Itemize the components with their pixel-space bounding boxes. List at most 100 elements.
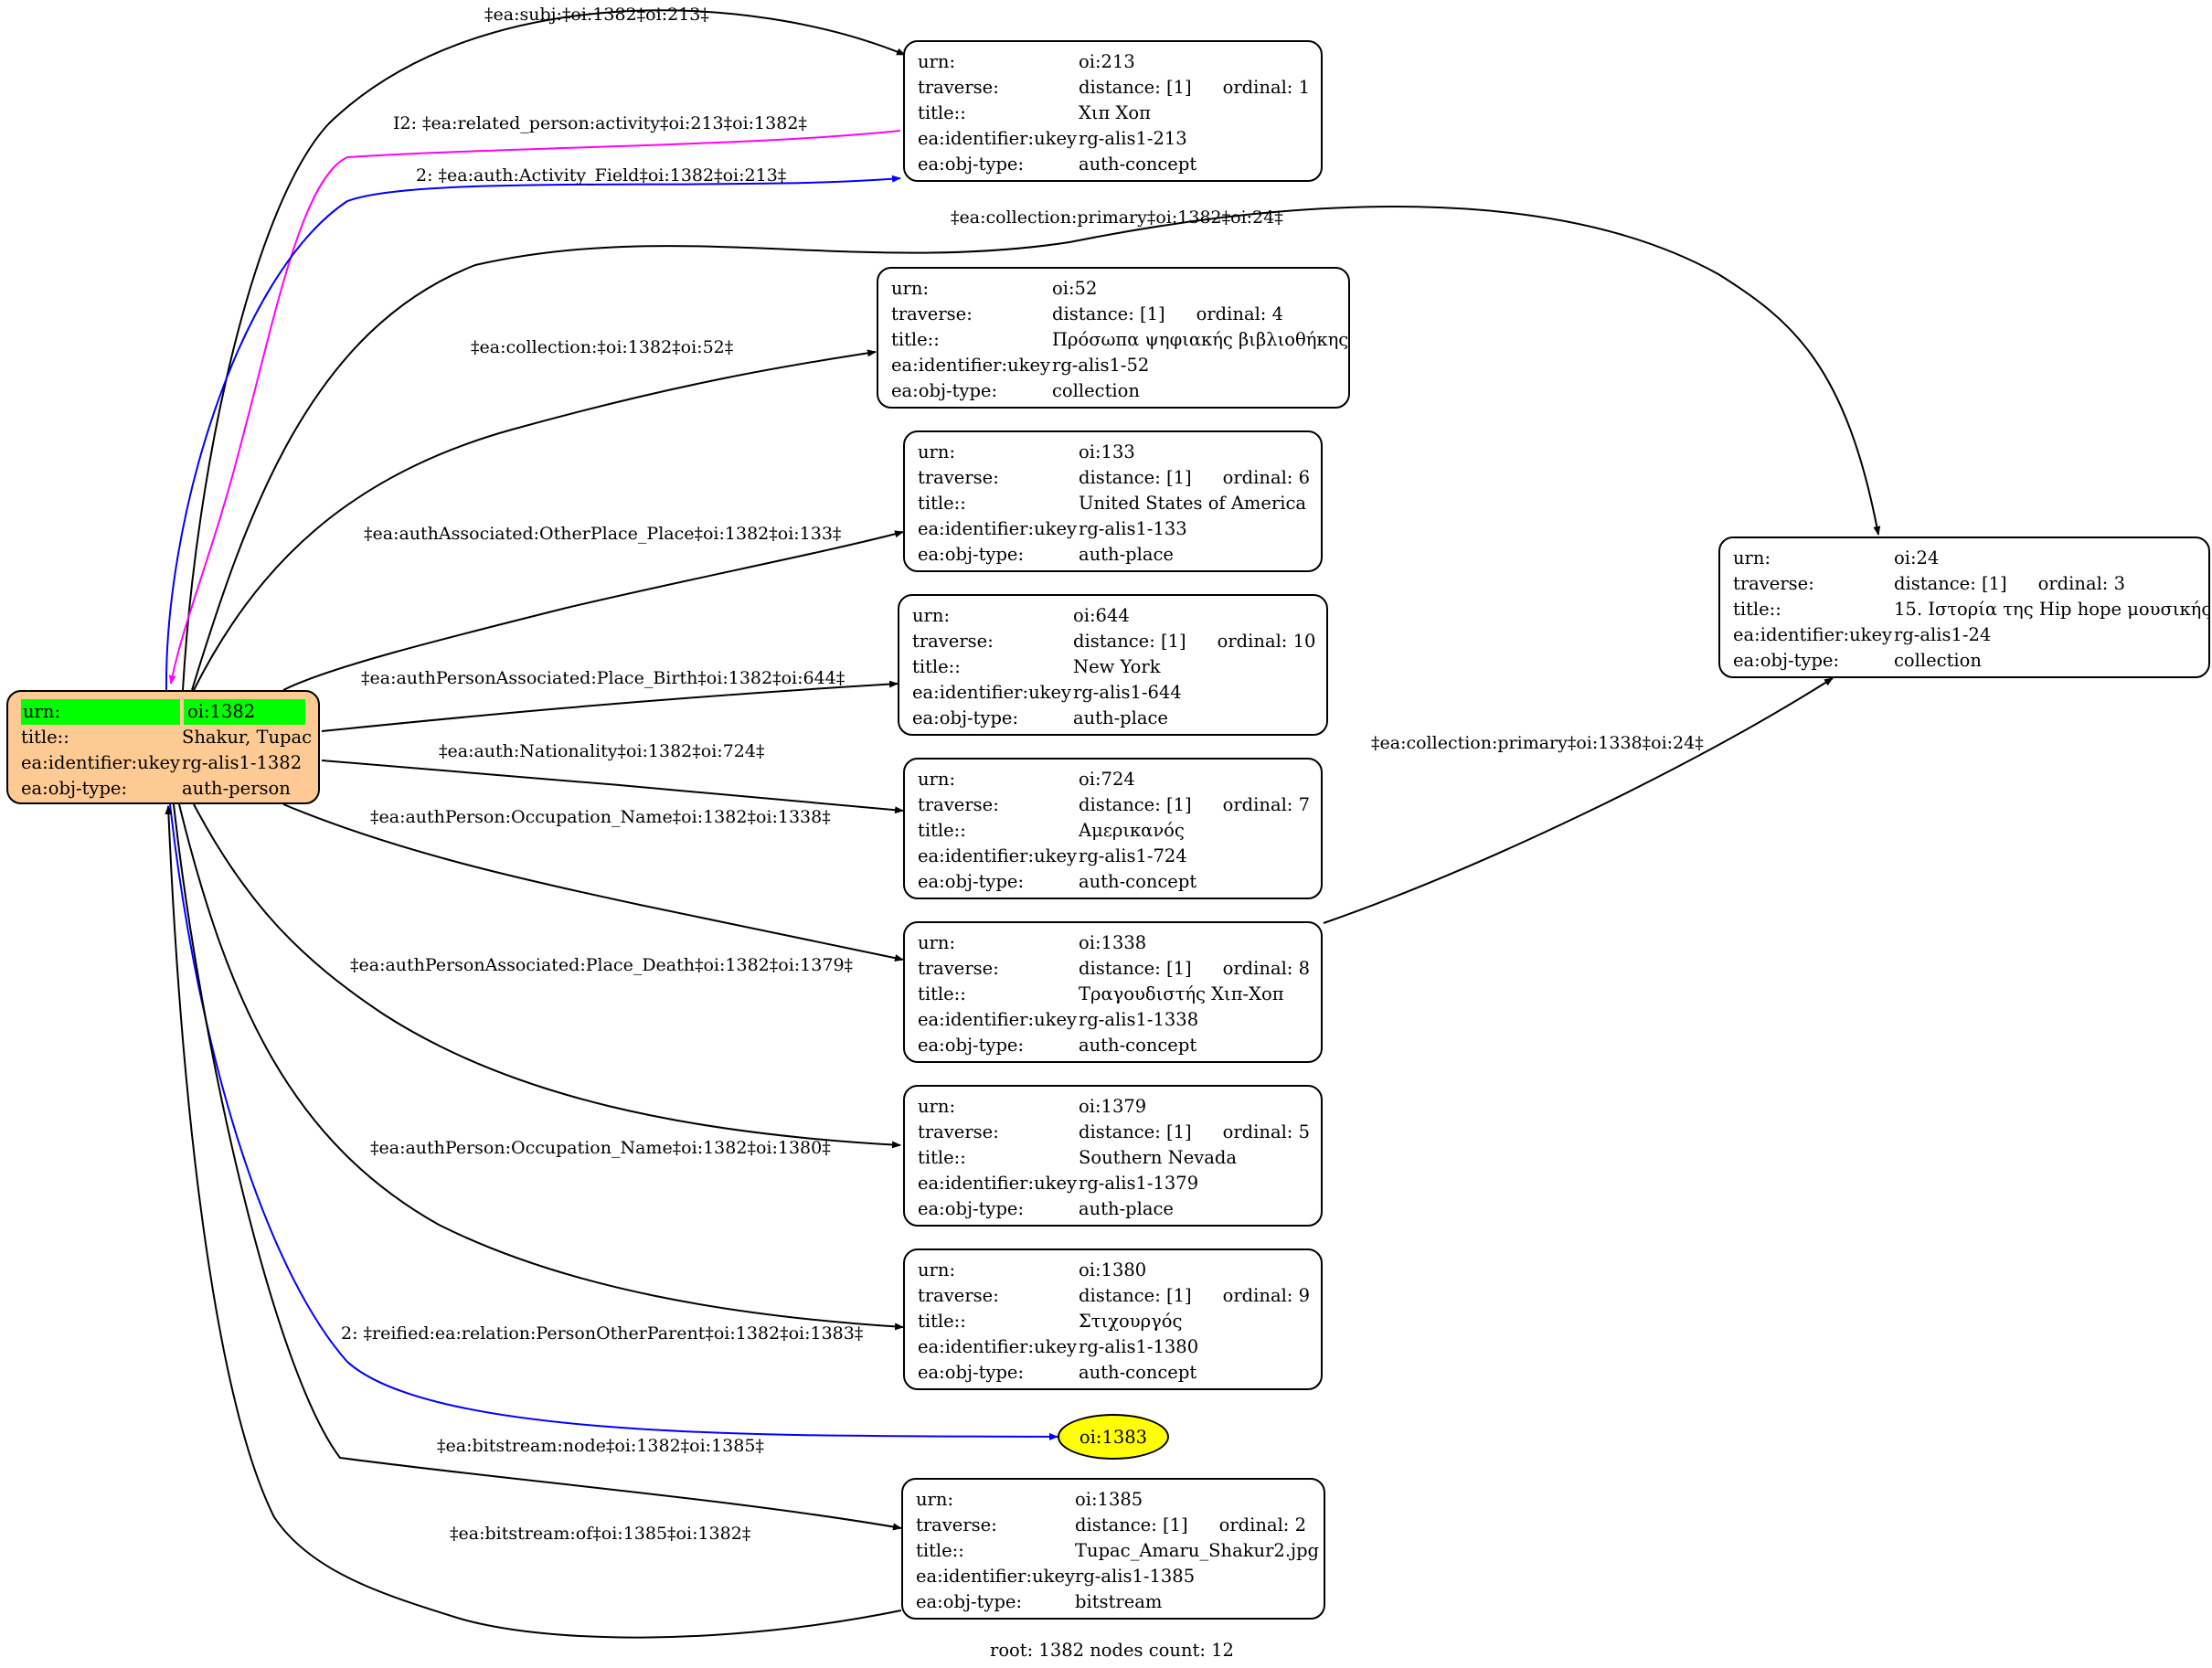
- node-oi-52[interactable]: urn:oi:52 traverse:distance: [1]ordinal:…: [877, 267, 1350, 409]
- edge-nationality-724: [321, 760, 904, 814]
- node-oi-1383[interactable]: oi:1383: [1058, 1414, 1169, 1460]
- objtype-value: collection: [1052, 380, 1140, 401]
- objtype-key: ea:obj-type:: [918, 544, 1025, 565]
- title-value: Πρόσωπα ψηφιακής βιβλιοθήκης: [1052, 329, 1349, 350]
- objtype-key: ea:obj-type:: [918, 1198, 1025, 1219]
- root-title-key: title::: [21, 727, 69, 748]
- objtype-value: auth-concept: [1079, 1362, 1197, 1383]
- urn-value: oi:133: [1079, 441, 1135, 462]
- ukey-key: ea:identifier:ukey: [918, 845, 1077, 866]
- objtype-value: collection: [1894, 650, 1982, 671]
- root-title-value: Shakur, Tupac: [182, 727, 313, 748]
- ukey-value: rg-alis1-1385: [1075, 1566, 1196, 1587]
- root-node-1382[interactable]: urn: oi:1382 title:: Shakur, Tupac ea:id…: [6, 690, 320, 804]
- traverse-value: distance: [1]ordinal: 9: [1079, 1283, 1310, 1309]
- node-oi-1338[interactable]: urn:oi:1338 traverse:distance: [1]ordina…: [903, 921, 1323, 1063]
- node-traverse-row: traverse:distance: [1]ordinal: 6: [918, 465, 1310, 491]
- objtype-value: auth-place: [1079, 1198, 1174, 1219]
- ordinal-value: ordinal: 4: [1196, 303, 1283, 324]
- ordinal-value: ordinal: 8: [1222, 958, 1310, 979]
- traverse-value: distance: [1] ordinal: 2: [1075, 1513, 1311, 1538]
- traverse-key: traverse:: [916, 1514, 997, 1535]
- root-ukey-key: ea:identifier:ukey: [21, 752, 180, 773]
- root-urn-key: urn:: [21, 699, 180, 725]
- node-title-row: title::New York: [912, 654, 1313, 680]
- objtype-value: auth-place: [1073, 707, 1168, 728]
- traverse-value: distance: [1] ordinal: 3: [1894, 571, 2196, 597]
- objtype-key: ea:obj-type:: [918, 1362, 1025, 1383]
- node-urn-row: urn:oi:724: [918, 767, 1308, 792]
- objtype-value: bitstream: [1075, 1591, 1163, 1612]
- node-objtype-row: ea:obj-type:auth-concept: [918, 869, 1308, 895]
- traverse-key: traverse:: [912, 631, 994, 652]
- node-oi-133[interactable]: urn:oi:133 traverse:distance: [1]ordinal…: [903, 430, 1323, 572]
- edge-label-placebirth-644: ‡ea:authPersonAssociated:Place_Birth‡oi:…: [361, 668, 845, 688]
- node-title-row: title::Χιπ Χοπ: [918, 101, 1308, 126]
- edge-label-related-person: I2: ‡ea:related_person:activity‡oi:213‡o…: [393, 113, 807, 133]
- node-traverse-row: traverse:distance: [1]ordinal: 3: [1733, 571, 2196, 597]
- node-oi-1380[interactable]: urn:oi:1380 traverse:distance: [1]ordina…: [903, 1248, 1323, 1390]
- node-objtype-row: ea:obj-type: auth-place: [918, 1196, 1308, 1222]
- edge-label-activity-field: 2: ‡ea:auth:Activity_Field‡oi:1382‡oi:21…: [416, 165, 787, 186]
- ukey-value: rg-alis1-1380: [1079, 1336, 1199, 1357]
- node-oi-1385[interactable]: urn:oi:1385 traverse:distance: [1]ordina…: [901, 1478, 1325, 1620]
- objtype-key: ea:obj-type:: [918, 871, 1025, 892]
- edge-collection-1338-24: [1323, 677, 1834, 924]
- edge-placebirth-644: [321, 680, 899, 732]
- node-title-row: title::Τραγουδιστής Χιπ-Χοπ: [918, 982, 1308, 1007]
- urn-value: oi:1338: [1079, 932, 1147, 953]
- edge-label-subj-213: ‡ea:subj:‡oi:1382‡oi:213‡: [484, 5, 709, 25]
- ukey-key: ea:identifier:ukey: [912, 682, 1071, 703]
- root-objtype-value: auth-person: [182, 778, 291, 799]
- urn-key: urn:: [1733, 547, 1771, 568]
- node-traverse-row: traverse:distance: [1]ordinal: 4: [891, 302, 1335, 327]
- title-value: Τραγουδιστής Χιπ-Χοπ: [1079, 983, 1284, 1004]
- edge-bitstream-node-1385: [173, 803, 902, 1531]
- ukey-key: ea:identifier:ukey: [916, 1566, 1075, 1587]
- title-key: title::: [916, 1540, 964, 1561]
- distance-value: distance: [1]: [1894, 573, 2007, 594]
- ellipse-label: oi:1383: [1079, 1426, 1148, 1448]
- node-oi-724[interactable]: urn:oi:724 traverse: distance: [1]ordinal…: [903, 758, 1323, 899]
- distance-value: distance: [1]: [1075, 1514, 1188, 1535]
- distance-value: distance: [1]: [1073, 631, 1186, 652]
- node-urn-row: urn:oi:1379: [918, 1094, 1308, 1120]
- node-oi-213[interactable]: urn:oi:213 traverse: distance: [1] ordinal…: [903, 40, 1323, 182]
- distance-value: distance: [1]: [1079, 467, 1192, 488]
- urn-value: oi:1380: [1079, 1259, 1147, 1280]
- urn-value: oi:1379: [1079, 1096, 1147, 1117]
- traverse-value: distance: [1]ordinal: 7: [1079, 792, 1310, 818]
- node-objtype-row: ea:obj-type:collection: [891, 378, 1335, 404]
- edge-related-person: [168, 130, 901, 685]
- node-title-row: title::15. Ιστορία της Hip hope μουσικής: [1733, 597, 2211, 622]
- node-oi-1379[interactable]: urn:oi:1379 traverse:distance: [1]ordina…: [903, 1085, 1323, 1227]
- node-urn-row: urn:oi:213: [918, 49, 1308, 75]
- node-traverse-row: traverse:distance: [1]ordinal: 9: [918, 1283, 1310, 1309]
- node-oi-24[interactable]: urn:oi:24 traverse:distance: [1]ordinal:…: [1718, 537, 2211, 678]
- objtype-key: ea:obj-type:: [1733, 650, 1840, 671]
- ukey-value: rg-alis1-52: [1052, 355, 1150, 376]
- traverse-key: traverse:: [918, 794, 999, 815]
- objtype-key: ea:obj-type:: [912, 707, 1019, 728]
- urn-value: oi:213: [1079, 51, 1135, 72]
- ordinal-value: ordinal: 3: [2037, 573, 2125, 594]
- title-key: title::: [891, 329, 940, 350]
- edge-label-placedeath-1379: ‡ea:authPersonAssociated:Place_Death‡oi:…: [350, 955, 854, 975]
- node-urn-row: urn:oi:1380: [918, 1258, 1308, 1283]
- ordinal-value: ordinal: 1: [1222, 77, 1310, 98]
- title-key: title::: [912, 656, 961, 677]
- traverse-key: traverse:: [918, 77, 999, 98]
- traverse-key: traverse:: [891, 303, 973, 324]
- edge-collection-52: [193, 349, 877, 691]
- node-title-row: title::Στιχουργός: [918, 1309, 1308, 1334]
- node-title-row: title::Tupac_Amaru_Shakur2.jpg: [916, 1538, 1319, 1564]
- traverse-value: distance: [1]ordinal: 5: [1079, 1120, 1310, 1145]
- ordinal-value: ordinal: 7: [1222, 794, 1310, 815]
- ordinal-value: ordinal: 2: [1218, 1514, 1306, 1535]
- distance-value: distance: [1]: [1079, 77, 1192, 98]
- ukey-key: ea:identifier:ukey: [918, 1009, 1077, 1030]
- ordinal-value: ordinal: 5: [1222, 1121, 1310, 1142]
- node-oi-644[interactable]: urn:oi:644 traverse:distance: [1]ordinal…: [898, 594, 1328, 736]
- root-ukey-value: rg-alis1-1382: [182, 752, 303, 773]
